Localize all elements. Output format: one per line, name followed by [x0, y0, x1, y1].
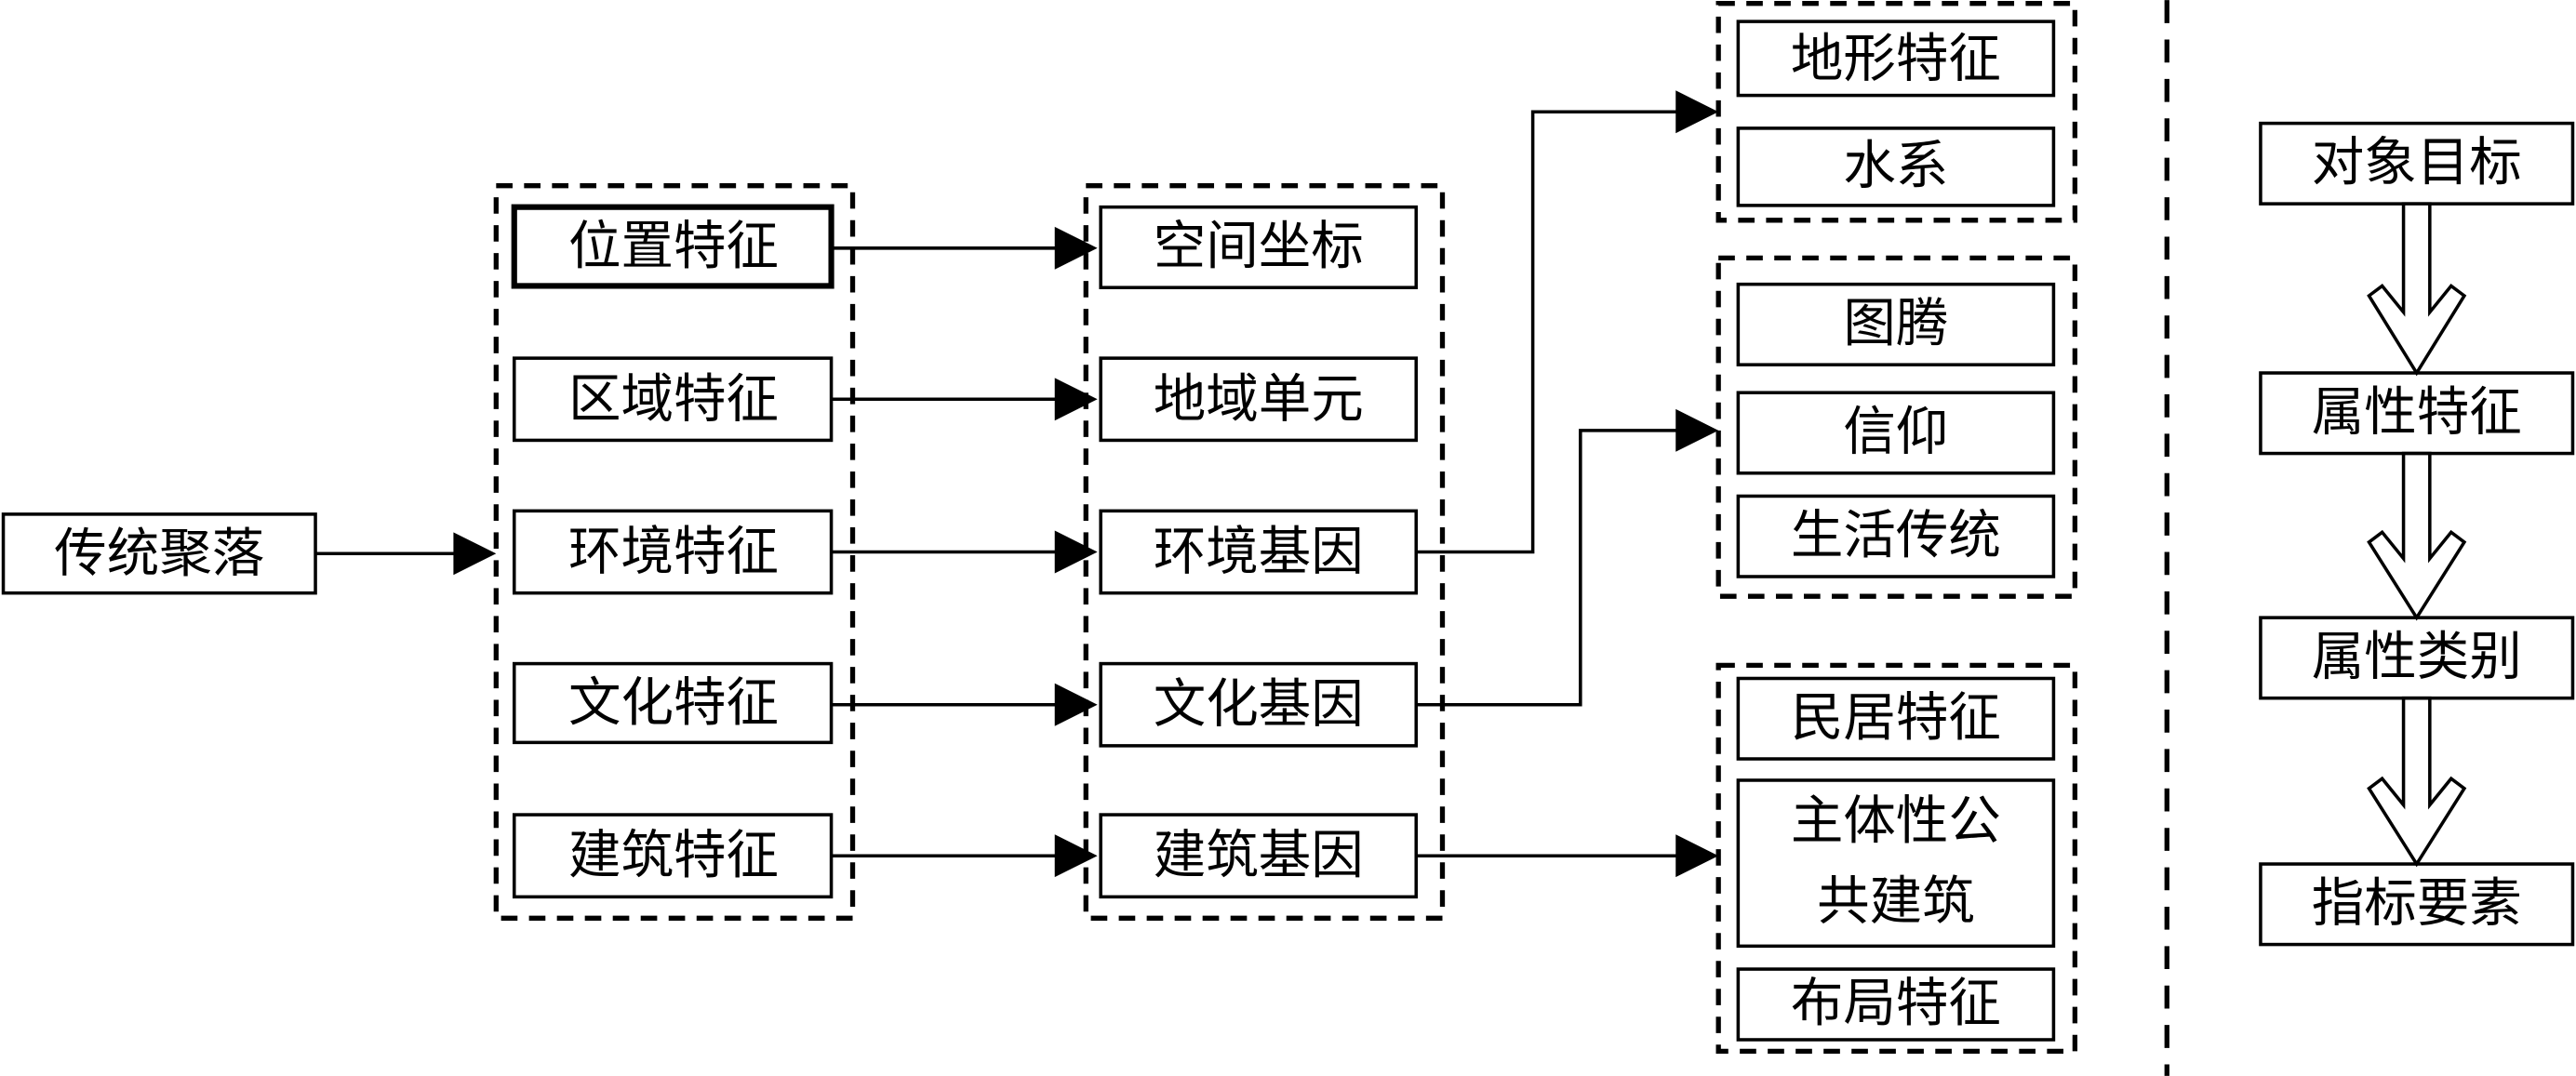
legend: 对象目标 属性特征 属性类别 指标要素: [2259, 121, 2575, 947]
gene-node: 建筑基因: [1099, 813, 1419, 899]
hollow-arrow-icon: [2367, 202, 2467, 377]
arch-node: 民居特征: [1736, 676, 2056, 761]
feature-node: 文化特征: [512, 661, 834, 745]
arch-label-line2: 共建筑: [1817, 871, 1974, 932]
legend-item: 对象目标: [2259, 121, 2575, 206]
gene-label: 环境基因: [1154, 522, 1364, 582]
env-node: 地形特征: [1736, 20, 2056, 98]
env-node: 水系: [1736, 126, 2056, 207]
gene-label: 文化基因: [1154, 674, 1364, 735]
legend-label: 属性类别: [2312, 627, 2522, 687]
gene-label: 空间坐标: [1154, 217, 1364, 277]
env-label: 水系: [1843, 136, 1948, 196]
arch-group: [1715, 662, 2078, 1055]
feature-label: 建筑特征: [568, 826, 779, 886]
feature-node: 位置特征: [511, 204, 834, 289]
env-group: [1715, 1, 2078, 223]
arch-node: 布局特征: [1736, 967, 2056, 1042]
feature-node: 环境特征: [512, 509, 834, 595]
feature-group: [493, 183, 856, 921]
arch-label: 民居特征: [1791, 687, 2001, 748]
env-label: 地形特征: [1791, 29, 2001, 89]
gene-node: 空间坐标: [1099, 205, 1419, 289]
gene-node: 环境基因: [1099, 509, 1419, 595]
hollow-arrow-icon: [2367, 451, 2467, 621]
feature-label: 位置特征: [568, 217, 779, 277]
arrowhead-icon: [453, 532, 497, 576]
feature-node: 建筑特征: [512, 813, 834, 899]
culture-node: 生活传统: [1736, 494, 2056, 578]
legend-label: 对象目标: [2312, 132, 2522, 193]
legend-item: 属性类别: [2259, 616, 2575, 700]
culture-group: [1715, 255, 2078, 599]
culture-label: 图腾: [1843, 294, 1948, 354]
legend-label: 指标要素: [2312, 873, 2522, 934]
legend-item: 指标要素: [2259, 862, 2575, 947]
arch-label: 主体性公: [1791, 791, 2001, 852]
legend-item: 属性特征: [2259, 371, 2575, 456]
feature-label: 区域特征: [568, 369, 779, 430]
gene-label: 地域单元: [1154, 369, 1364, 430]
legend-label: 属性特征: [2312, 382, 2522, 443]
feature-label: 文化特征: [568, 672, 779, 733]
root-node: 传统聚落: [1, 512, 317, 595]
culture-label: 信仰: [1843, 402, 1948, 462]
arrows-feature-gene: [831, 226, 1098, 878]
gene-label: 建筑基因: [1154, 826, 1364, 886]
gene-node: 地域单元: [1099, 356, 1419, 443]
gene-group: [1083, 183, 1446, 921]
culture-node: 信仰: [1736, 391, 2056, 475]
arch-label: 布局特征: [1791, 974, 2001, 1034]
feature-label: 环境特征: [568, 522, 779, 582]
gene-node: 文化基因: [1099, 661, 1419, 748]
connectors-gene-group: [1416, 90, 1719, 878]
hollow-arrow-icon: [2367, 696, 2467, 868]
feature-node: 区域特征: [512, 356, 834, 443]
root-label: 传统聚落: [54, 524, 264, 584]
culture-node: 图腾: [1736, 282, 2056, 366]
culture-label: 生活传统: [1791, 505, 2001, 565]
